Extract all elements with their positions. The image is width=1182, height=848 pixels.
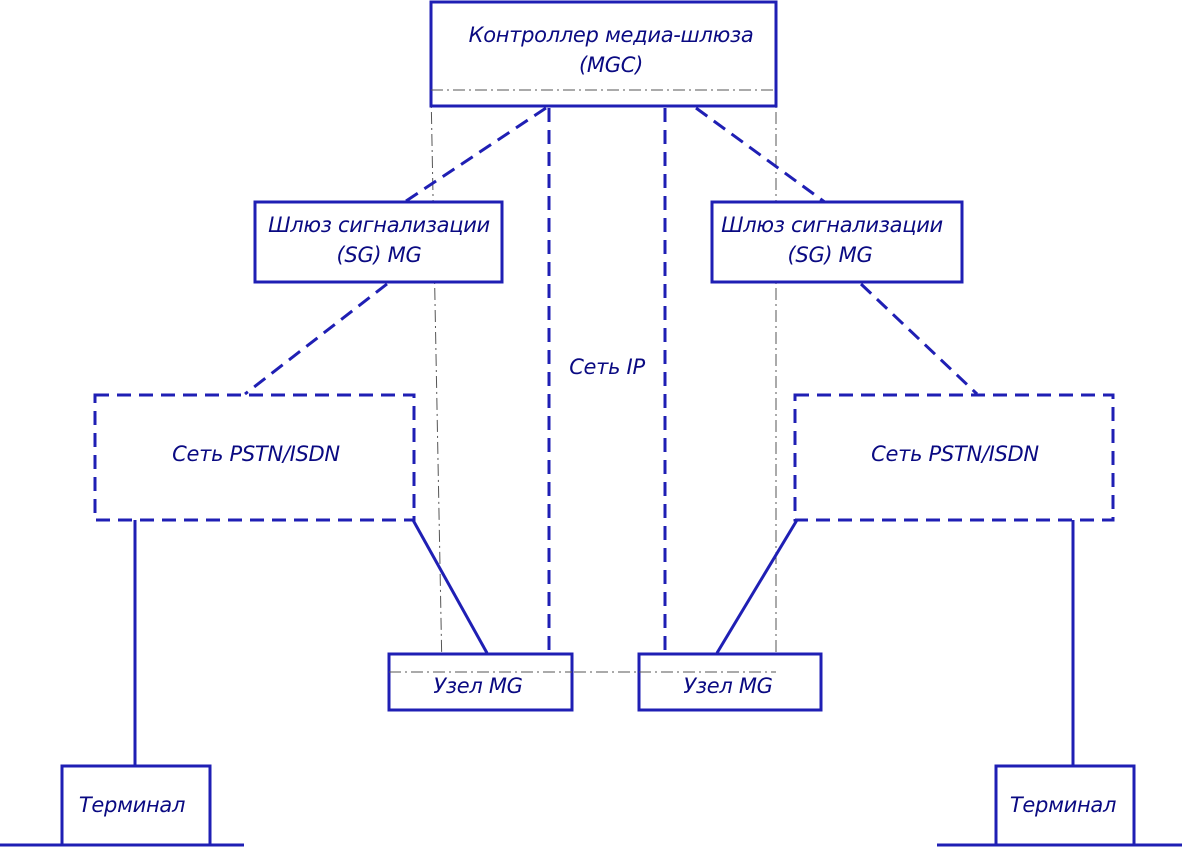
terminal-right-node: Терминал bbox=[994, 764, 1136, 847]
pstn-right-label: Сеть PSTN/ISDN bbox=[871, 442, 1039, 466]
mg-left-box bbox=[387, 652, 574, 712]
mgc-label-line2: (MGC) bbox=[579, 53, 643, 77]
terminal-right-label: Терминал bbox=[1010, 793, 1116, 817]
terminal-left-box bbox=[60, 764, 212, 847]
link-pstn-left-mg-left bbox=[411, 519, 489, 654]
link-sg-left-pstn-left bbox=[244, 282, 388, 396]
terminal-left-label: Терминал bbox=[79, 793, 185, 817]
sg-left-label-line2: (SG) MG bbox=[337, 243, 422, 267]
pstn-left-label: Сеть PSTN/ISDN bbox=[172, 442, 340, 466]
link-mgc-sg-left bbox=[402, 106, 547, 205]
link-mgc-sg-right bbox=[695, 106, 827, 205]
network-ip-label: Сеть IP bbox=[569, 355, 645, 379]
sg-right-box bbox=[710, 200, 964, 284]
sg-right-label-line2: (SG) MG bbox=[788, 243, 873, 267]
mg-right-box bbox=[637, 652, 823, 712]
construction-lines bbox=[430, 89, 777, 673]
mgc-label-line1: Контроллер медиа-шлюза bbox=[469, 23, 754, 47]
pstn-left-box bbox=[93, 393, 416, 522]
link-pstn-right-mg-right bbox=[715, 519, 799, 654]
pstn-right-node: Сеть PSTN/ISDN bbox=[793, 393, 1115, 522]
terminal-left-node: Терминал bbox=[60, 764, 212, 847]
mg-right-label: Узел MG bbox=[683, 674, 772, 698]
mgc-node: Контроллер медиа-шлюза (MGC) bbox=[429, 0, 778, 108]
mg-right-node: Узел MG bbox=[637, 652, 823, 712]
sg-right-label-line1: Шлюз сигнализации bbox=[721, 213, 943, 237]
sg-left-label-line1: Шлюз сигнализации bbox=[268, 213, 490, 237]
sg-left-node: Шлюз сигнализации (SG) MG bbox=[253, 200, 504, 284]
mgc-box bbox=[429, 0, 778, 108]
left-vertical-guide bbox=[430, 89, 443, 673]
mg-left-node: Узел MG bbox=[387, 652, 574, 712]
signaling-links bbox=[244, 106, 979, 653]
terminal-right-box bbox=[994, 764, 1136, 847]
link-sg-right-pstn-right bbox=[859, 282, 979, 396]
pstn-right-box bbox=[793, 393, 1115, 522]
pstn-left-node: Сеть PSTN/ISDN bbox=[93, 393, 416, 522]
sg-left-box bbox=[253, 200, 504, 284]
sg-right-node: Шлюз сигнализации (SG) MG bbox=[710, 200, 964, 284]
mg-left-label: Узел MG bbox=[433, 674, 522, 698]
